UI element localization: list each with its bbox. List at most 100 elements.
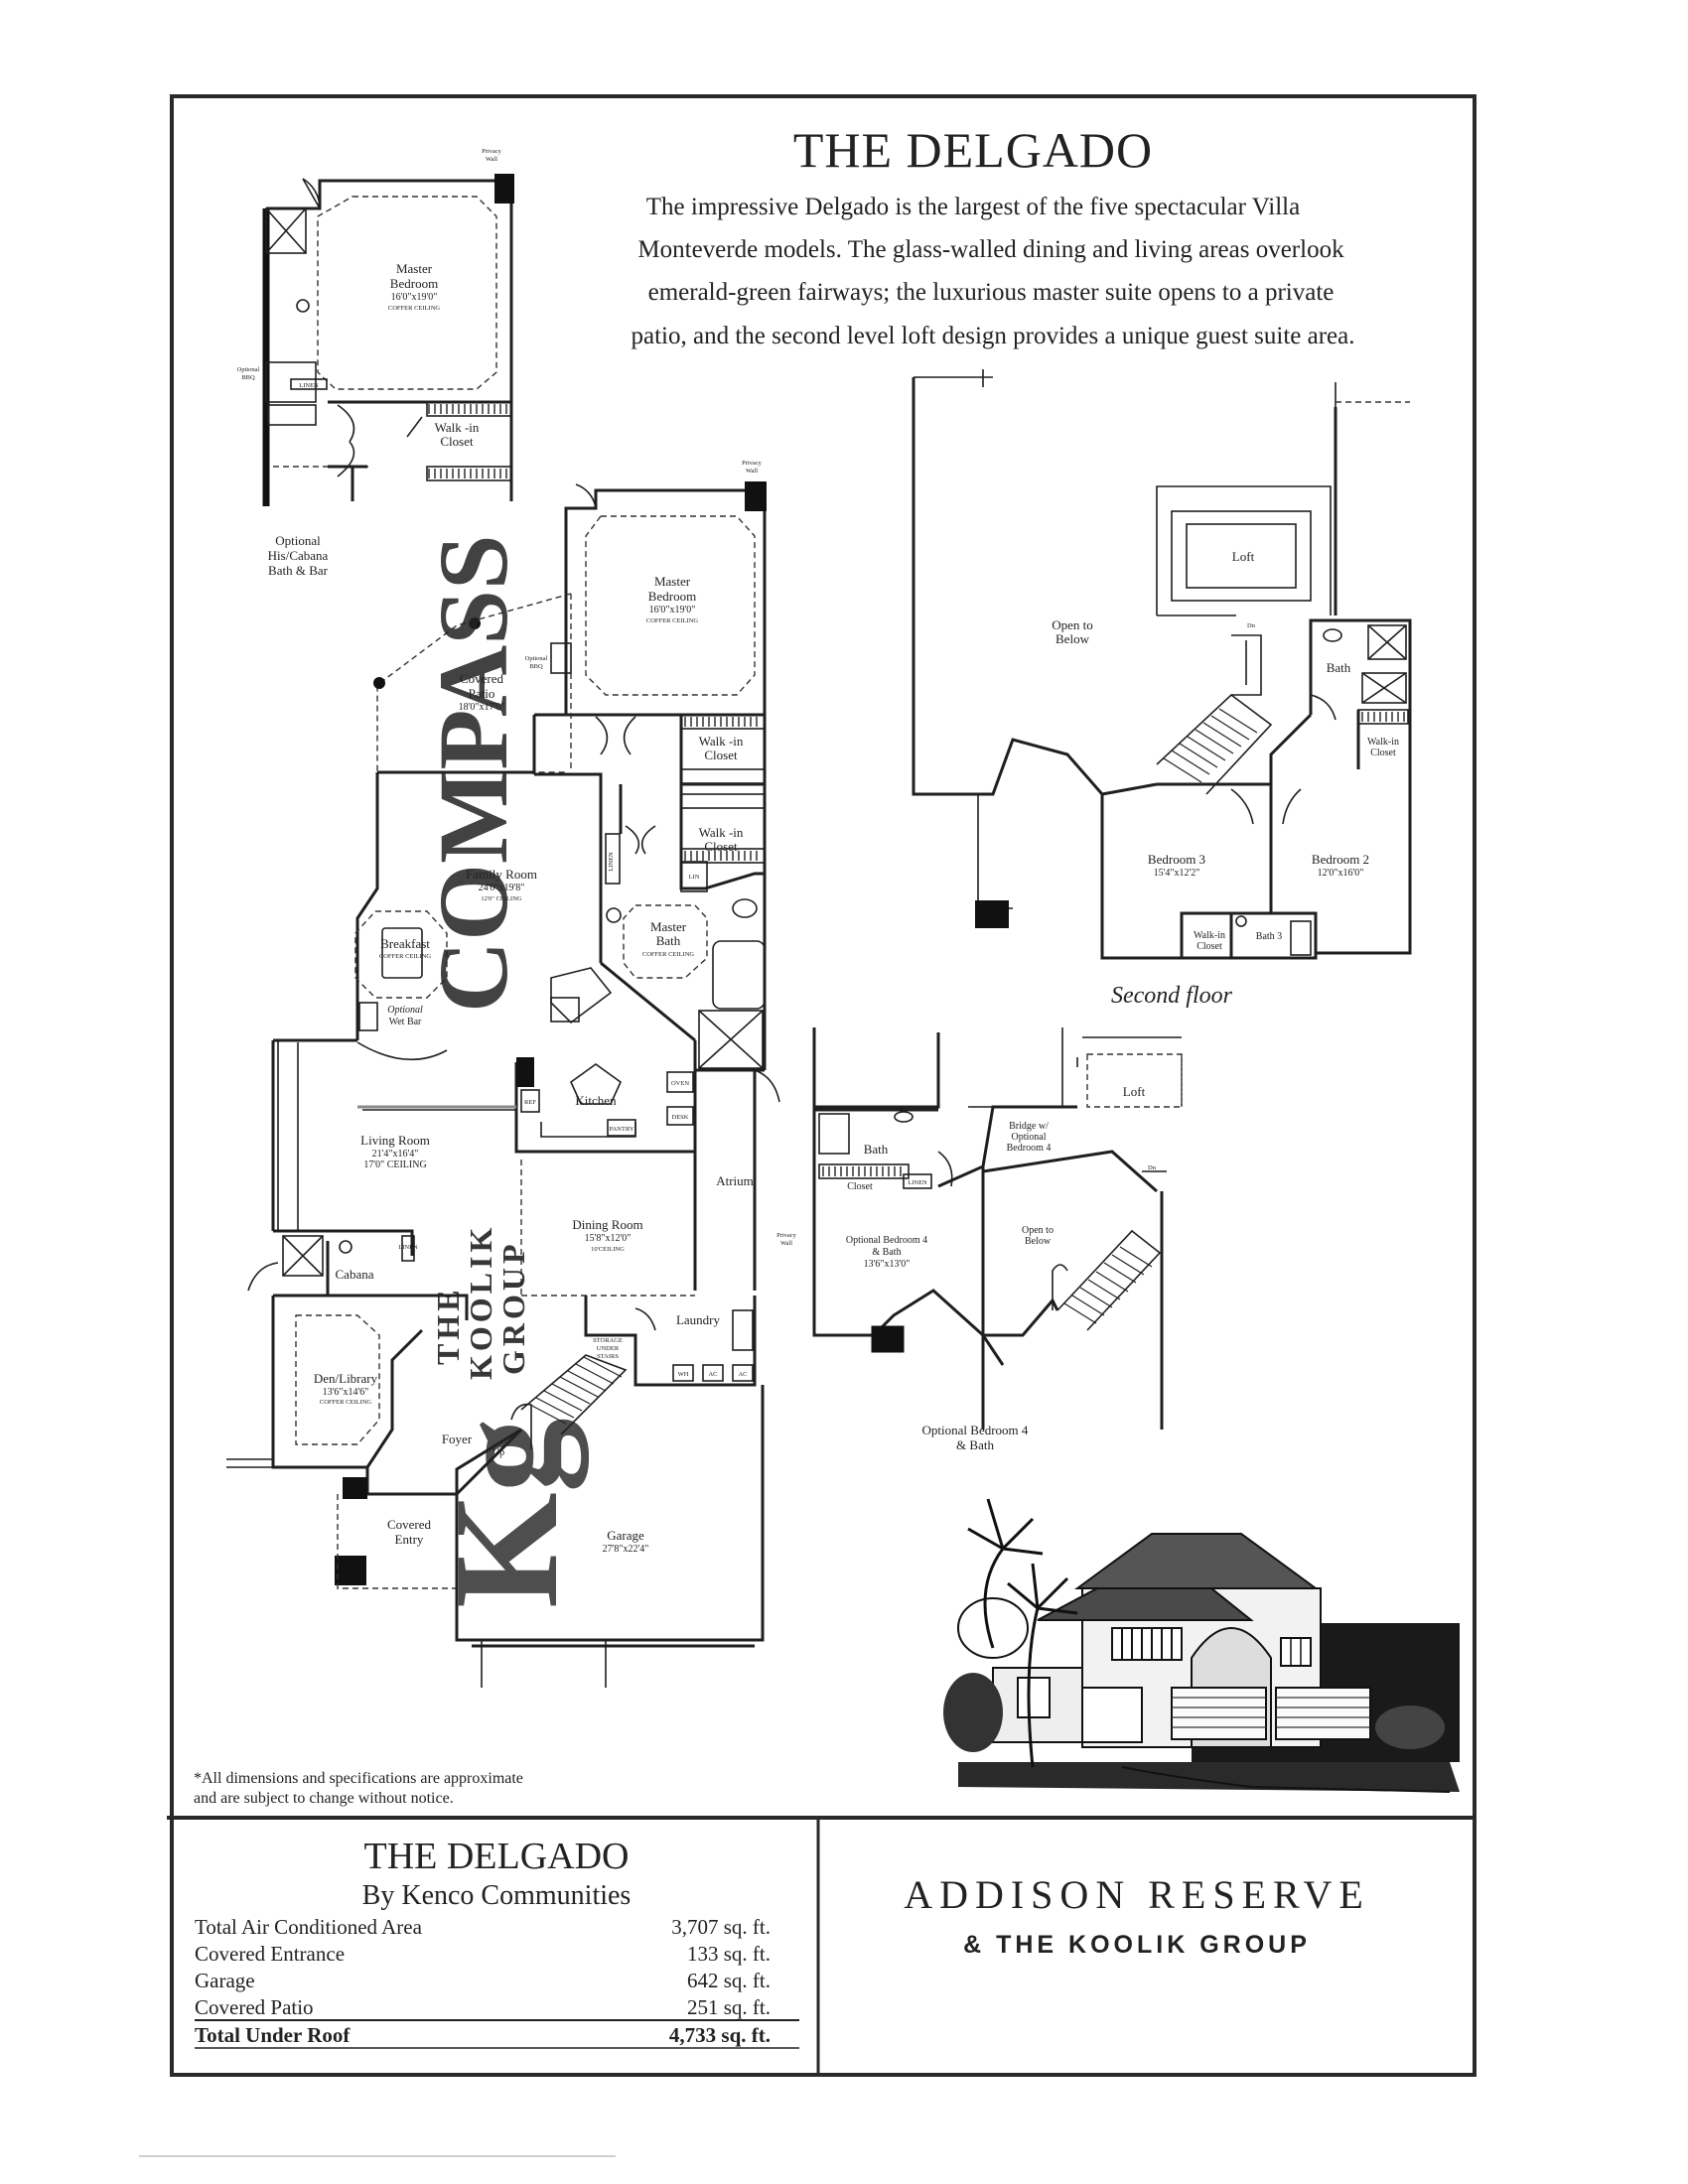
inset-privacy-wall-2: Wall [486,156,497,163]
second-floor-caption: Second floor [1111,983,1233,1009]
desk-label: DESK [672,1114,689,1121]
den-library-dim: 13'6"x14'6" [323,1387,369,1398]
inset-master-bedroom-note: COFFER CEILING [388,305,440,312]
kitchen-label: Kitchen [575,1093,617,1108]
watermark-kg-mark: Kg [424,1418,589,1608]
optional-open-below-2: Below [1025,1236,1052,1247]
optional-caption-1: Optional Bedroom 4 [922,1423,1029,1437]
atrium-privacy-wall-2: Wall [780,1240,792,1247]
watermark-compass: COMPASS [418,535,528,1014]
summary-row-3-label: Garage [195,1969,255,1992]
storage-label-1: STORAGE [593,1337,623,1344]
cabana-linen-label: LINEN [398,1244,418,1251]
family-room-note: 12'0" CEILING [481,895,521,902]
summary-total-value: 4,733 sq. ft. [669,2023,771,2047]
inset-privacy-wall-1: Privacy [482,148,502,155]
walk-in-closet-1-label-1: Walk -in [699,734,744,749]
optional-dn-label: Dn [1148,1164,1157,1171]
master-bedroom-label-2: Bedroom [648,589,696,604]
bedroom2-label: Bedroom 2 [1312,852,1369,867]
second-walk-in-b3-1: Walk-in [1194,930,1225,941]
privacy-wall-2: Wall [746,468,758,475]
optional-caption-2: & Bath [956,1437,994,1452]
optional-bbq-2: BBQ [529,663,543,670]
optional-bedroom4-1: Optional Bedroom 4 [846,1235,927,1246]
second-walk-in-b3-2: Closet [1196,941,1222,952]
family-room-dim: 24'0"x19'8" [479,883,525,893]
oven-label: OVEN [671,1080,689,1087]
garage-dim: 27'8"x22'4" [603,1544,649,1555]
summary-row-1-label: Total Air Conditioned Area [195,1915,423,1939]
pantry-label: PANTRY [609,1126,633,1133]
second-loft-label: Loft [1232,549,1255,564]
lin-label: LIN [689,874,700,881]
summary-row-2-value: 133 sq. ft. [687,1942,771,1966]
optional-closet-label: Closet [847,1181,873,1192]
watermark-koolik-3: GROUP [495,1240,531,1375]
inset-caption-1: Optional [275,533,321,548]
ref-label: REF [524,1099,536,1106]
disclaimer-line-2: and are subject to change without notice… [194,1790,454,1807]
garage-label: Garage [607,1528,644,1543]
cabana-label: Cabana [336,1267,374,1282]
privacy-wall-1: Privacy [742,460,763,467]
bridge-label-1: Bridge w/ [1009,1121,1049,1132]
second-walk-in-1: Walk-in [1367,737,1399,748]
master-bedroom-dim: 16'0"x19'0" [649,605,696,615]
laundry-label: Laundry [676,1312,721,1327]
master-bedroom-note: COFFER CEILING [646,617,698,624]
optional-linen-label: LINEN [908,1179,927,1186]
inset-walk-in-closet-1: Walk -in [435,420,480,435]
summary-subtitle: By Kenco Communities [362,1880,632,1911]
atrium-privacy-wall-1: Privacy [776,1232,797,1239]
den-library-label: Den/Library [314,1371,378,1386]
summary-total-label: Total Under Roof [195,2023,351,2047]
wet-bar-label-1: Optional [387,1005,423,1016]
bedroom3-label: Bedroom 3 [1148,852,1205,867]
description-line-2: Monteverde models. The glass-walled dini… [637,236,1344,263]
bridge-label-3: Bedroom 4 [1007,1143,1052,1154]
breakfast-note: COFFER CEILING [379,953,431,960]
optional-bath-label: Bath [864,1142,889,1157]
summary-row-2-label: Covered Entrance [195,1942,345,1966]
wh-label: WH [678,1371,689,1378]
optional-bbq-1: Optional [525,655,548,662]
summary-row-1-value: 3,707 sq. ft. [671,1915,771,1939]
walk-in-closet-2-label-1: Walk -in [699,825,744,840]
inset-bbq-label-1: Optional [237,366,260,373]
inset-walk-in-closet-2: Closet [440,434,474,449]
summary-row-4-value: 251 sq. ft. [687,1995,771,2019]
covered-patio-label-1: Covered [460,671,504,686]
storage-label-2: UNDER [597,1345,620,1352]
second-floor-plan: Open to Below Loft Dn Bath Walk-in Close… [912,369,1412,1009]
breakfast-label: Breakfast [380,936,430,951]
covered-entry-label-2: Entry [395,1532,424,1547]
ac-label-1: AC [708,1371,717,1378]
watermark-koolik-2: KOOLIK [463,1224,498,1380]
walk-in-closet-2-label-2: Closet [704,839,738,854]
inset-plan: LINEN Optional BBQ Privacy Wall Master B… [237,148,514,578]
watermark-koolik-1: THE [430,1286,466,1365]
living-room-label: Living Room [360,1133,430,1148]
linen-label: LINEN [608,852,615,872]
optional-loft-label: Loft [1123,1084,1146,1099]
house-elevation-sketch [943,1498,1460,1793]
brand-name: ADDISON RESERVE [904,1872,1370,1917]
covered-patio-dim: 18'0"x17'0" [459,702,505,713]
second-bath-label: Bath [1327,660,1351,675]
summary-table: THE DELGADO By Kenco Communities Total A… [195,1836,799,2049]
inset-master-bedroom-dim: 16'0"x19'0" [391,292,438,303]
foyer-label: Foyer [442,1432,473,1446]
bridge-label-2: Optional [1012,1132,1047,1143]
storage-label-3: STAIRS [597,1353,619,1360]
brand-sub: & THE KOOLIK GROUP [963,1931,1311,1959]
optional-bedroom4-dim: 13'6"x13'0" [864,1259,911,1270]
master-bedroom-label-1: Master [654,574,691,589]
bedroom3-dim: 15'4"x12'2" [1154,868,1200,879]
description-line-1: The impressive Delgado is the largest of… [646,194,1300,220]
wet-bar-label-2: Wet Bar [389,1017,422,1027]
living-room-dim: 21'4"x16'4" [372,1149,419,1160]
second-walk-in-2: Closet [1370,748,1396,758]
inset-master-bedroom-2: Bedroom [390,276,438,291]
